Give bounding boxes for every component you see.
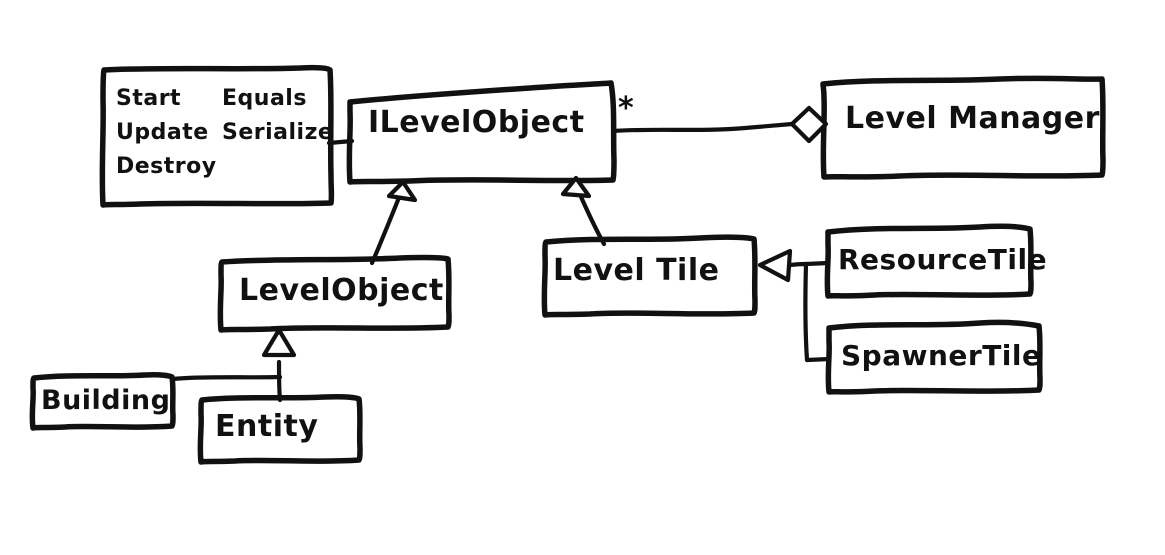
- spawnertile-box-outline: [825, 319, 1043, 395]
- edge-building-to-trunk: [169, 374, 283, 382]
- edge-resourcetile-stub: [803, 260, 831, 267]
- levelobject-box-outline: [217, 254, 452, 333]
- edge-leveltile-to-ilevelobject-shaft: [575, 187, 607, 247]
- edge-tiles-trunk-horizontal: [787, 261, 809, 268]
- ilevelobject-box-outline: [346, 80, 617, 185]
- multiplicity-star-label: *: [618, 91, 635, 126]
- edge-levelobject-to-ilevelobject-shaft: [369, 192, 403, 266]
- generalization-arrowhead-leveltile: [560, 175, 592, 199]
- edge-spawnertile-stub: [804, 356, 832, 363]
- edge-ilevelobject-to-levelmanager: [610, 121, 795, 134]
- generalization-arrowhead-leveltile-children: [757, 248, 793, 283]
- entity-box-outline: [197, 394, 363, 465]
- generalization-arrowhead-levelobject: [386, 179, 418, 203]
- levelmanager-box-outline: [820, 75, 1106, 180]
- aggregation-diamond-levelmanager: [789, 105, 829, 144]
- resourcetile-box-outline: [824, 223, 1034, 299]
- generalization-arrowhead-levelobject-children: [261, 327, 297, 358]
- edge-levelobject-down-trunk: [276, 359, 283, 403]
- methods-column-right: Equals Serialize: [222, 86, 334, 145]
- edge-tiles-trunk-vertical: [803, 261, 810, 363]
- methods-box-outline: [99, 64, 335, 208]
- leveltile-box-outline: [541, 234, 758, 318]
- methods-column-left: Start Update Destroy: [116, 86, 217, 179]
- building-box-outline: [29, 372, 176, 431]
